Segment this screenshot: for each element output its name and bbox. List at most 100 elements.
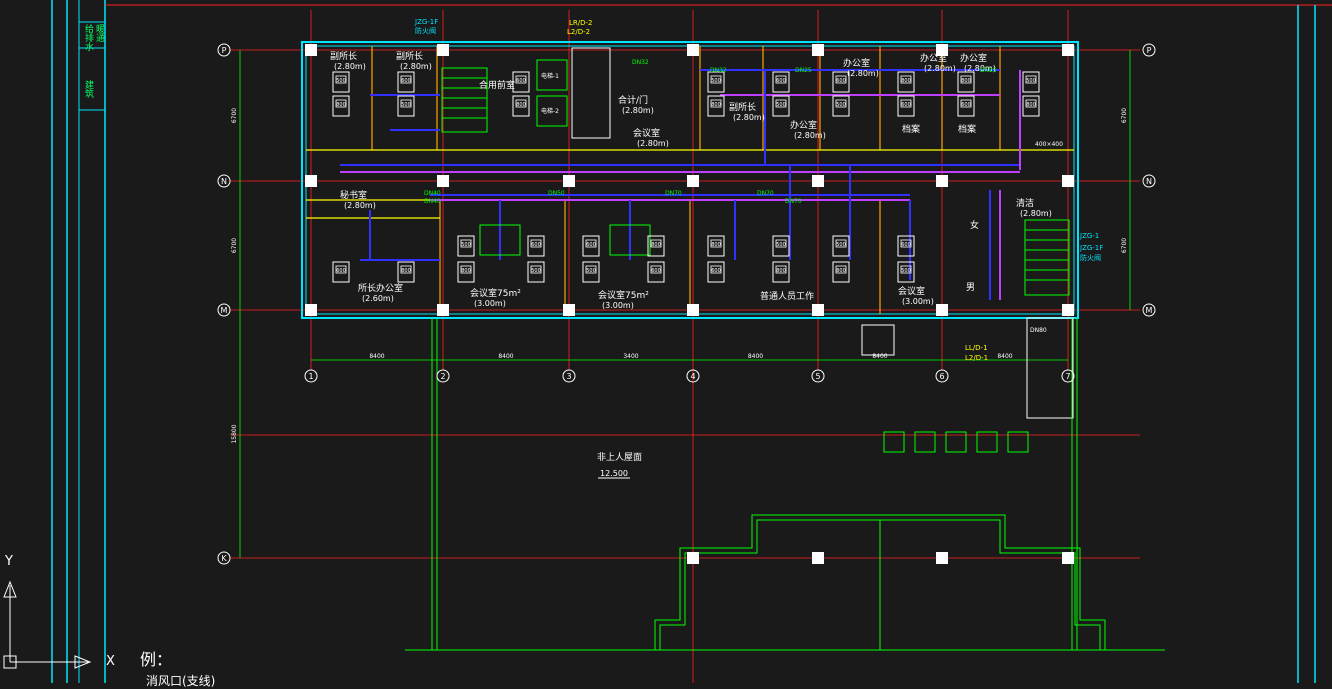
stair-elevator-cores (441, 47, 1074, 419)
column (563, 175, 575, 187)
fan-coil-unit: 500 (457, 235, 475, 257)
grid-bubble-col-6: 6 (935, 369, 949, 383)
room-label: 男 (966, 282, 975, 293)
row-dimension-right: 6700 (1121, 238, 1128, 253)
column (812, 304, 824, 316)
fcu-size-label: 600 (516, 78, 526, 84)
fan-coil-unit: 600 (332, 261, 350, 283)
fan-coil-unit: 800 (457, 261, 475, 283)
room-label: 所长办公室(2.60m) (358, 282, 403, 303)
fan-coil-unit: 600 (832, 71, 850, 93)
structural-columns (305, 44, 1074, 564)
fire-damper-top: JZG-1F (414, 18, 438, 26)
room-label: 办公室(2.80m) (843, 57, 879, 78)
elevator-2: 电梯-2 (541, 107, 559, 115)
room-name: 合用前室 (479, 79, 515, 91)
roof-elevation: 12.500 (600, 469, 628, 478)
fcu-size-label: 500 (836, 102, 846, 108)
room-label: 办公室(2.80m) (960, 52, 996, 73)
fan-coil-unit: 800 (332, 95, 350, 117)
grid-row-label: N (1146, 177, 1152, 186)
room-name: 女 (970, 219, 979, 231)
room-name: 办公室 (960, 52, 987, 64)
pipe-size-4: DN25 (980, 67, 997, 74)
fan-coil-unit: 800 (512, 95, 530, 117)
fan-coil-unit: 500 (772, 235, 790, 257)
grid-bubble-col-5: 5 (811, 369, 825, 383)
fcu-size-label: 800 (776, 268, 786, 274)
room-label: 会议室(3.00m) (898, 285, 934, 306)
grid-col-label: 2 (440, 372, 445, 381)
fan-coil-unit: 600 (527, 235, 545, 257)
column (1062, 552, 1074, 564)
fcu-size-label: 500 (336, 78, 346, 84)
room-name: 副所长 (330, 50, 357, 62)
fcu-size-label: 500 (461, 242, 471, 248)
pipe-size-6: DN40 (424, 198, 441, 205)
fcu-size-label: 500 (531, 268, 541, 274)
grid-row-label: N (221, 177, 227, 186)
column (936, 175, 948, 187)
pipe-size-5: DN40 (424, 190, 441, 197)
column (687, 175, 699, 187)
elevator-1: 电梯-1 (541, 72, 559, 80)
fire-damper-right-2: JZG-1F (1079, 244, 1103, 252)
discipline-label-2: 暖通 (94, 24, 104, 42)
grid-col-label: 4 (690, 372, 695, 381)
fan-coil-unit: 500 (397, 95, 415, 117)
pipe-size-8: DN70 (665, 190, 682, 197)
duct-size: 400×400 (1035, 141, 1063, 148)
col-dimension: 8400 (997, 353, 1012, 360)
column (812, 552, 824, 564)
fcu-size-label: 500 (711, 78, 721, 84)
column (687, 44, 699, 56)
fan-coil-unit: 800 (397, 261, 415, 283)
room-label: 合计/门(2.80m) (618, 94, 654, 115)
grid-bubble-col-1: 1 (304, 369, 318, 383)
grid-bubble-col-4: 4 (686, 369, 700, 383)
room-name: 所长办公室 (358, 282, 403, 294)
grid-col-label: 1 (308, 372, 313, 381)
ucs-y-label: Y (5, 554, 13, 569)
fan-coil-unit: 800 (897, 71, 915, 93)
room-label: 副所长(2.80m) (729, 101, 765, 122)
fcu-size-label: 800 (901, 78, 911, 84)
room-label: 会议室(2.80m) (633, 127, 669, 148)
fan-coil-unit: 500 (332, 71, 350, 93)
fan-coil-unit: 500 (527, 261, 545, 283)
room-height: (2.80m) (847, 69, 879, 78)
room-height: (2.80m) (924, 64, 956, 73)
grid-col-label: 7 (1065, 372, 1070, 381)
room-name: 男 (966, 282, 975, 293)
grid-col-label: 6 (939, 372, 944, 381)
partitions (306, 46, 1074, 314)
column (687, 304, 699, 316)
fcu-size-label: 600 (711, 268, 721, 274)
grid-bubble-row-N: N (1142, 174, 1156, 188)
room-name: 办公室 (843, 57, 870, 69)
grid-row-label: P (1147, 46, 1152, 55)
room-name: 档案 (902, 123, 920, 135)
room-name: 秘书室 (340, 189, 367, 201)
room-name: 办公室 (920, 52, 947, 64)
fan-coil-unit: 600 (772, 71, 790, 93)
fcu-size-label: 500 (901, 268, 911, 274)
room-label: 清洁(2.80m) (1016, 197, 1052, 218)
grid-col-label: 5 (815, 372, 820, 381)
room-height: (3.00m) (902, 297, 934, 306)
fcu-size-label: 800 (711, 102, 721, 108)
grid-bubble-row-K: K (217, 551, 231, 565)
fcu-size-label: 500 (1026, 78, 1036, 84)
fcu-size-label: 800 (401, 268, 411, 274)
fan-coil-unit: 500 (772, 95, 790, 117)
room-height: (2.80m) (1020, 209, 1052, 218)
fcu-size-label: 600 (901, 102, 911, 108)
fire-damper-right-3: 防火阀 (1080, 253, 1101, 262)
fan-coil-unit: 600 (582, 235, 600, 257)
column (936, 44, 948, 56)
fan-coil-unit: 800 (832, 261, 850, 283)
room-name: 合计/门 (618, 94, 648, 106)
fcu-size-label: 800 (461, 268, 471, 274)
